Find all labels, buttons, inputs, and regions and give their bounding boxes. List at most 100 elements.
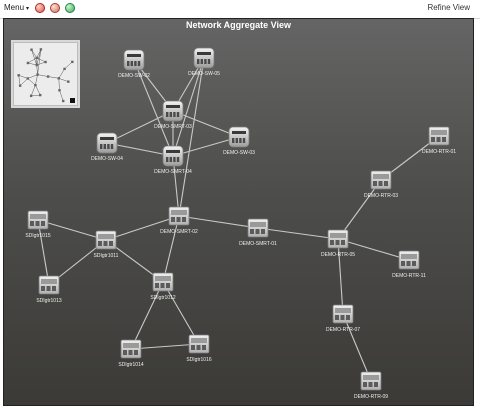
link-demo-sw-04-to-demo-smrt-04[interactable] (106, 142, 174, 157)
link-demo-sw-02-to-demo-smrt-04[interactable] (133, 59, 174, 157)
device-node-demo-smrt-02[interactable]: DEMO-SMRT-02 (160, 206, 198, 235)
device-label: DEMO-RTR-01 (422, 149, 456, 155)
network-graph[interactable]: DEMO-SW-02 DEMO-SW-05DEMO-SMRT-03DEMO-SW-… (3, 18, 474, 406)
link-demo-rtr-07-to-demo-rtr-09[interactable] (342, 313, 372, 382)
chevron-down-icon: ▾ (26, 6, 30, 12)
minimap-node (63, 67, 66, 71)
device-label: SDIgtr1014 (118, 362, 144, 368)
router-icon (332, 304, 354, 324)
device-node-demo-rtr-07[interactable]: DEMO-RTR-07 (326, 304, 360, 333)
device-node-demo-smrt-04[interactable]: DEMO-SMRT-04 (154, 145, 192, 175)
device-node-demo-smrt-03[interactable]: DEMO-SMRT-03 (154, 100, 192, 130)
link-sdigtr1012-to-sdigtr1016[interactable] (162, 281, 200, 345)
minimap-node (17, 74, 20, 77)
link-demo-sw-03-to-demo-smrt-04[interactable] (172, 136, 240, 157)
router-icon (120, 339, 142, 359)
link-demo-smrt-03-to-demo-sw-04[interactable] (106, 110, 174, 144)
device-label: DEMO-RTR-09 (354, 394, 388, 400)
switch-icon (228, 126, 250, 148)
minimap-link (59, 90, 64, 102)
router-icon (27, 210, 49, 230)
minimap-node (39, 93, 42, 97)
links-layer (37, 57, 440, 382)
minimap-link (36, 65, 38, 75)
minimap-links (18, 49, 73, 102)
device-node-demo-rtr-11[interactable]: DEMO-RTR-11 (392, 250, 426, 279)
minimap-node (30, 48, 33, 51)
device-node-demo-rtr-01[interactable]: DEMO-RTR-01 (422, 126, 456, 155)
link-sdigtr1014-to-sdigtr1016[interactable] (130, 343, 200, 350)
link-demo-smrt-02-to-sdigtr1012[interactable] (162, 215, 180, 283)
minimap-link (27, 62, 37, 66)
minimap-node (46, 75, 50, 78)
device-node-demo-sw-03[interactable]: DEMO-SW-03 (223, 126, 255, 156)
minimap-node (67, 80, 70, 83)
device-label: DEMO-SW-05 (188, 71, 220, 77)
device-node-sdigtr1016[interactable]: SDIgtr1016 (186, 334, 212, 363)
device-node-demo-rtr-09[interactable]: DEMO-RTR-09 (354, 371, 388, 400)
device-node-demo-rtr-05[interactable]: DEMO-RTR-05 (321, 229, 355, 258)
minimap-link (36, 61, 46, 66)
refine-view-button[interactable]: Refine View (427, 3, 470, 12)
minimap[interactable] (13, 42, 78, 106)
minimap-node (29, 94, 33, 98)
minimap-link (58, 78, 69, 82)
device-label: SDIgtr1016 (186, 357, 212, 363)
refresh-icon[interactable] (65, 3, 75, 13)
zoom-in-icon[interactable] (35, 3, 45, 13)
device-label: DEMO-SMRT-02 (160, 229, 198, 235)
router-icon (398, 250, 420, 270)
link-sdigtr1015-to-sdigtr1011[interactable] (37, 219, 107, 241)
device-label: DEMO-SW-02 (118, 73, 150, 79)
device-node-demo-sw-02[interactable]: DEMO-SW-02 (118, 49, 150, 79)
minimap-link (31, 94, 41, 97)
router-icon (38, 275, 60, 295)
link-demo-smrt-01-to-demo-rtr-05[interactable] (257, 227, 339, 240)
link-demo-sw-05-to-demo-smrt-02[interactable] (178, 57, 205, 217)
device-label: SDIgtr1012 (150, 295, 176, 301)
minimap-link (58, 68, 65, 79)
link-demo-smrt-02-to-sdigtr1011[interactable] (105, 215, 180, 241)
minimap-resize-handle[interactable] (70, 98, 75, 103)
device-node-sdigtr1012[interactable]: SDIgtr1012 (150, 272, 176, 301)
device-label: SDIgtr1015 (25, 233, 51, 239)
minimap-link (35, 74, 38, 86)
link-demo-smrt-02-to-demo-smrt-01[interactable] (178, 215, 259, 229)
link-sdigtr1013-to-sdigtr1015[interactable] (37, 219, 50, 286)
device-node-demo-rtr-03[interactable]: DEMO-RTR-03 (364, 170, 398, 199)
menu-button[interactable]: Menu▾ (4, 3, 29, 12)
minimap-node (62, 99, 65, 103)
device-label: DEMO-SMRT-04 (154, 169, 192, 175)
minimap-node (35, 56, 38, 60)
switch-icon (162, 100, 184, 122)
device-node-sdigtr1011[interactable]: SDIgtr1011 (94, 230, 119, 259)
link-demo-rtr-05-to-demo-rtr-11[interactable] (337, 238, 410, 261)
device-node-sdigtr1013[interactable]: SDIgtr1013 (36, 275, 62, 304)
switch-icon (193, 47, 215, 69)
minimap-node (57, 77, 61, 80)
toolbar: Menu▾ Refine View (0, 0, 480, 19)
device-node-sdigtr1014[interactable]: SDIgtr1014 (118, 339, 144, 368)
device-node-demo-sw-05[interactable]: DEMO-SW-05 (188, 47, 220, 77)
device-node-demo-sw-04[interactable]: DEMO-SW-04 (91, 132, 123, 162)
router-icon (168, 206, 190, 226)
link-demo-sw-05-to-demo-smrt-04[interactable] (172, 57, 205, 157)
router-icon (370, 170, 392, 190)
minimap-node (35, 63, 38, 67)
device-label: SDIgtr1011 (94, 253, 119, 259)
link-demo-rtr-03-to-demo-rtr-05[interactable] (337, 179, 382, 240)
minimap-link (27, 57, 37, 64)
device-node-demo-smrt-01[interactable]: DEMO-SMRT-01 (239, 218, 277, 247)
zoom-out-icon[interactable] (50, 3, 60, 13)
minimap-link (18, 75, 21, 86)
minimap-link (64, 61, 73, 70)
minimap-link (36, 49, 42, 66)
device-node-sdigtr1015[interactable]: SDIgtr1015 (25, 210, 51, 239)
link-sdigtr1012-to-sdigtr1014[interactable] (130, 281, 164, 350)
minimap-node (44, 60, 47, 64)
link-demo-rtr-05-to-demo-rtr-07[interactable] (337, 238, 344, 315)
link-demo-smrt-03-to-demo-sw-03[interactable] (172, 110, 240, 138)
router-icon (247, 218, 269, 238)
